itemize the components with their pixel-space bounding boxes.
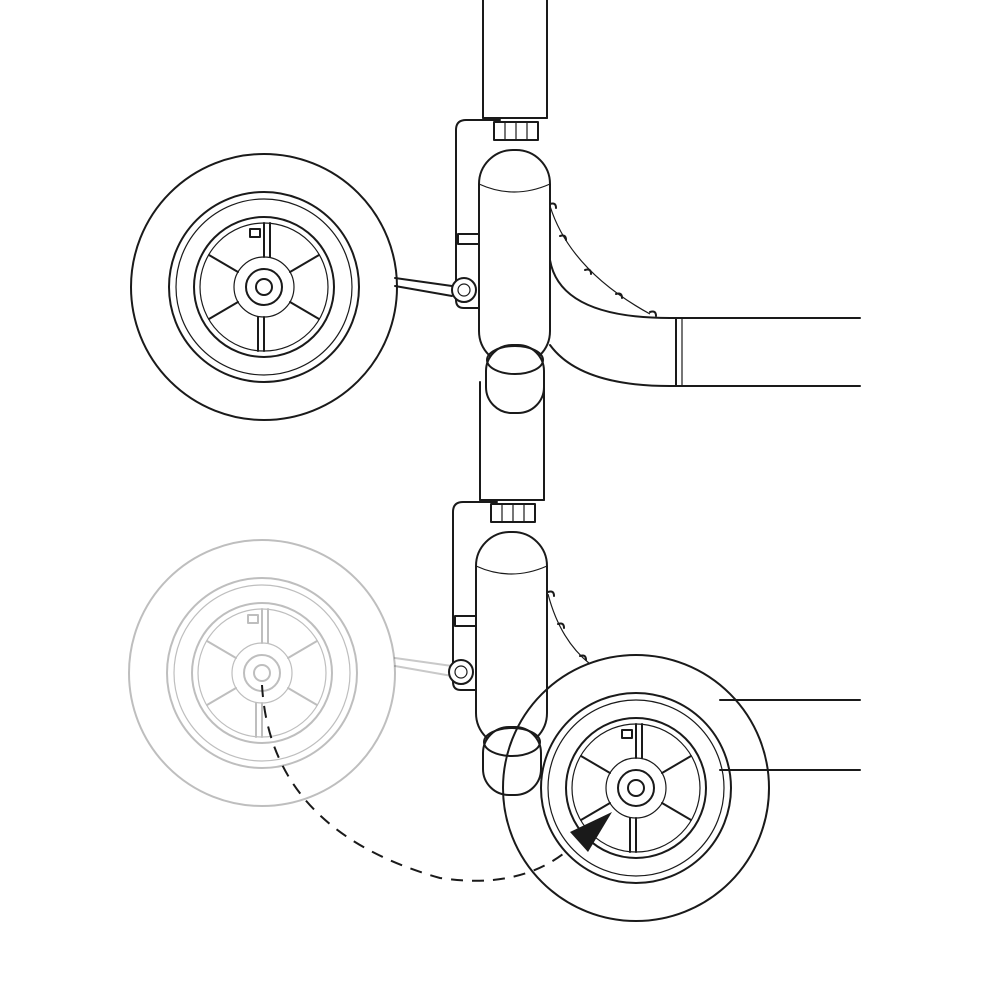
wheel-top — [130, 153, 398, 421]
swing-path-arc — [261, 684, 569, 882]
wheel-ghost-position — [128, 539, 453, 807]
spring-clips — [549, 202, 657, 317]
frame-tube-top-edge — [549, 259, 861, 319]
wheel-stowed-view — [130, 0, 861, 421]
caster-leg-bottom — [448, 381, 548, 796]
caster-leg-top — [451, 0, 551, 414]
wheel-deployed-view — [128, 381, 861, 922]
frame-tube-bottom-edge — [549, 344, 861, 387]
spring-clips-lower — [547, 590, 587, 661]
swing-direction-arrow — [570, 812, 612, 852]
